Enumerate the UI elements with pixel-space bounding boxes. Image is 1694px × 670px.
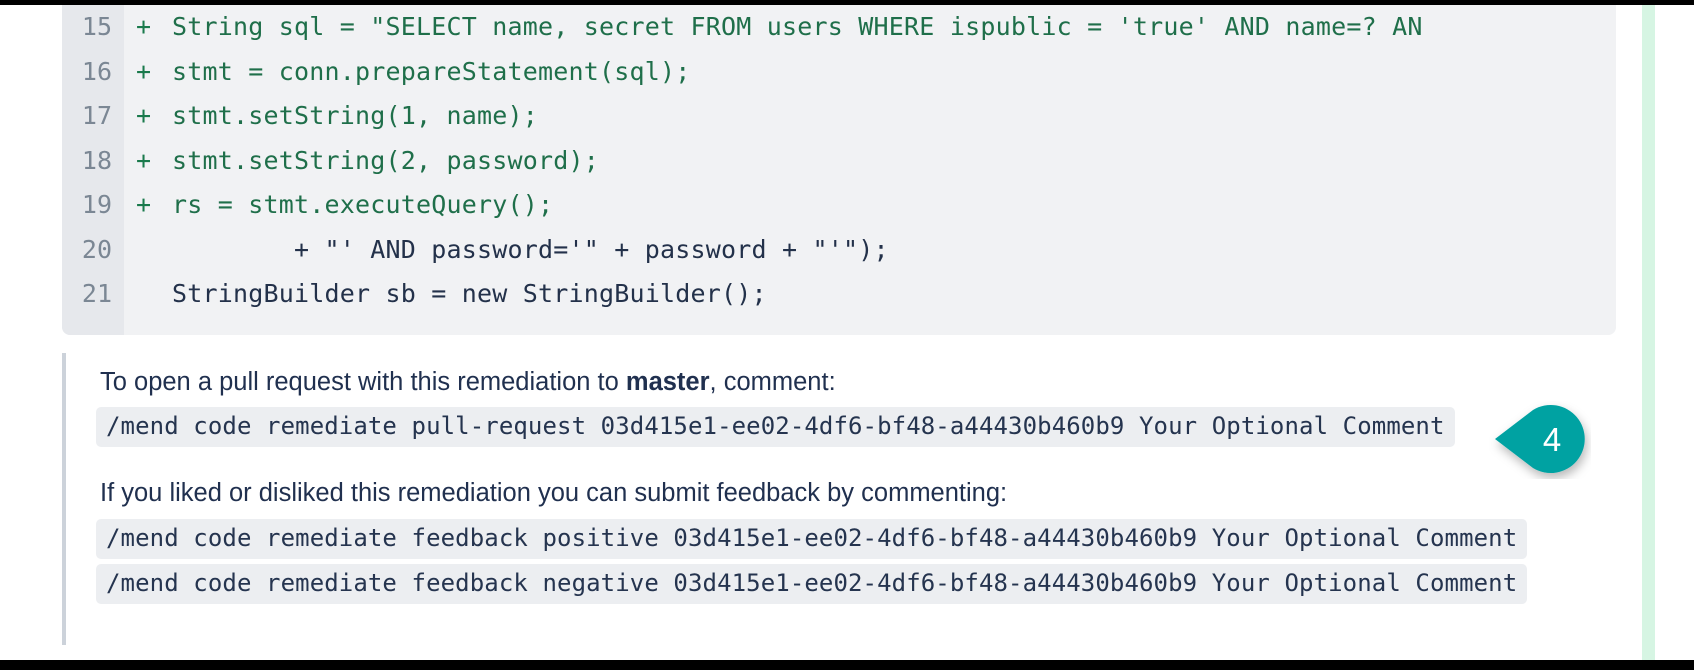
line-number: 16 xyxy=(81,56,112,86)
diff-marker-added: + xyxy=(136,190,152,219)
diff-marker-added: + xyxy=(136,145,152,175)
diff-line[interactable]: 17 + stmt.setString(1, name); xyxy=(62,94,1616,139)
pull-request-command[interactable]: /mend code remediate pull-request 03d415… xyxy=(96,407,1455,447)
diff-marker-added: + xyxy=(136,56,152,86)
code-text: + "' AND password='" + password + "'"); xyxy=(172,234,889,264)
pull-request-instruction-prefix: To open a pull request with this remedia… xyxy=(100,368,626,396)
code-text: stmt.setString(1, name); xyxy=(172,101,539,130)
line-number: 18 xyxy=(81,145,112,175)
code-text: stmt = conn.prepareStatement(sql); xyxy=(172,56,691,86)
feedback-negative-command[interactable]: /mend code remediate feedback negative 0… xyxy=(96,564,1528,604)
feedback-instruction: If you liked or disliked this remediatio… xyxy=(100,479,1008,507)
line-number: 15 xyxy=(81,12,112,41)
code-text: rs = stmt.executeQuery(); xyxy=(172,190,554,219)
diff-line[interactable]: 19 + rs = stmt.executeQuery(); xyxy=(62,183,1616,228)
diff-line[interactable]: 18 + stmt.setString(2, password); xyxy=(62,139,1616,184)
remediation-comment-body: To open a pull request with this remedia… xyxy=(62,353,1562,645)
page-viewport: 15 + String sql = "SELECT name, secret F… xyxy=(0,5,1694,660)
feedback-positive-command[interactable]: /mend code remediate feedback positive 0… xyxy=(96,519,1528,559)
code-gutter xyxy=(62,5,124,335)
code-text: String sql = "SELECT name, secret FROM u… xyxy=(172,12,1423,41)
page-scroll-indicator[interactable] xyxy=(1642,5,1655,660)
diff-line[interactable]: 20 + "' AND password='" + password + "'"… xyxy=(62,228,1616,273)
diff-marker-added: + xyxy=(136,12,152,41)
line-number: 17 xyxy=(81,101,112,130)
pull-request-instruction-suffix: , comment: xyxy=(709,368,836,396)
diff-line[interactable]: 16 + stmt = conn.prepareStatement(sql); xyxy=(62,50,1616,95)
line-number: 20 xyxy=(81,234,112,264)
target-branch-name: master xyxy=(625,368,710,396)
callout-teardrop-icon xyxy=(1495,405,1585,473)
code-text: stmt.setString(2, password); xyxy=(172,145,600,175)
code-diff-block[interactable]: 15 + String sql = "SELECT name, secret F… xyxy=(62,5,1616,335)
pull-request-instruction: To open a pull request with this remedia… xyxy=(100,367,836,399)
diff-line[interactable]: 15 + String sql = "SELECT name, secret F… xyxy=(62,5,1616,50)
step-callout-4: 4 xyxy=(1489,401,1591,479)
line-number: 19 xyxy=(81,190,112,219)
callout-number-label: 4 xyxy=(1542,421,1562,458)
code-text: StringBuilder sb = new StringBuilder(); xyxy=(172,279,767,308)
line-number: 21 xyxy=(81,279,112,308)
diff-marker-added: + xyxy=(136,101,152,130)
diff-line[interactable]: 21 StringBuilder sb = new StringBuilder(… xyxy=(62,272,1616,317)
